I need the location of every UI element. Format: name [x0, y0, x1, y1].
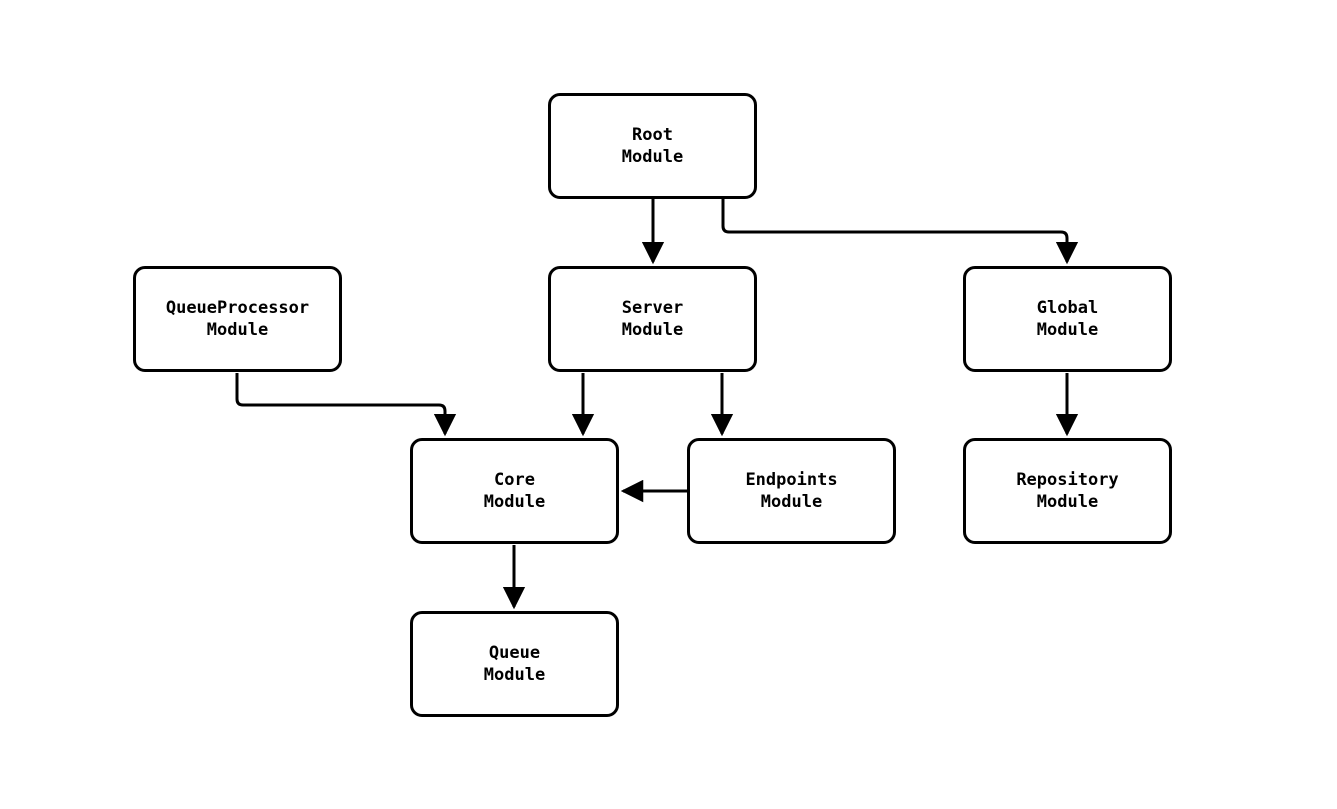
edge-root-to-global	[721, 199, 1079, 265]
node-queueprocessor-module-label: QueueProcessor Module	[165, 298, 310, 340]
node-server-module: Server Module	[548, 266, 757, 372]
node-queueprocessor-module: QueueProcessor Module	[133, 266, 342, 372]
node-root-module: Root Module	[548, 93, 757, 199]
node-repository-module-label: Repository Module	[1016, 470, 1119, 512]
edge-queueprocessor-to-core	[235, 373, 457, 437]
node-core-module: Core Module	[410, 438, 619, 544]
node-global-module-label: Global Module	[1036, 298, 1099, 340]
node-queue-module: Queue Module	[410, 611, 619, 717]
node-root-module-label: Root Module	[621, 125, 684, 167]
node-server-module-label: Server Module	[621, 298, 684, 340]
node-endpoints-module-label: Endpoints Module	[745, 470, 838, 512]
node-core-module-label: Core Module	[483, 470, 546, 512]
node-global-module: Global Module	[963, 266, 1172, 372]
node-queue-module-label: Queue Module	[483, 643, 546, 685]
node-repository-module: Repository Module	[963, 438, 1172, 544]
node-endpoints-module: Endpoints Module	[687, 438, 896, 544]
